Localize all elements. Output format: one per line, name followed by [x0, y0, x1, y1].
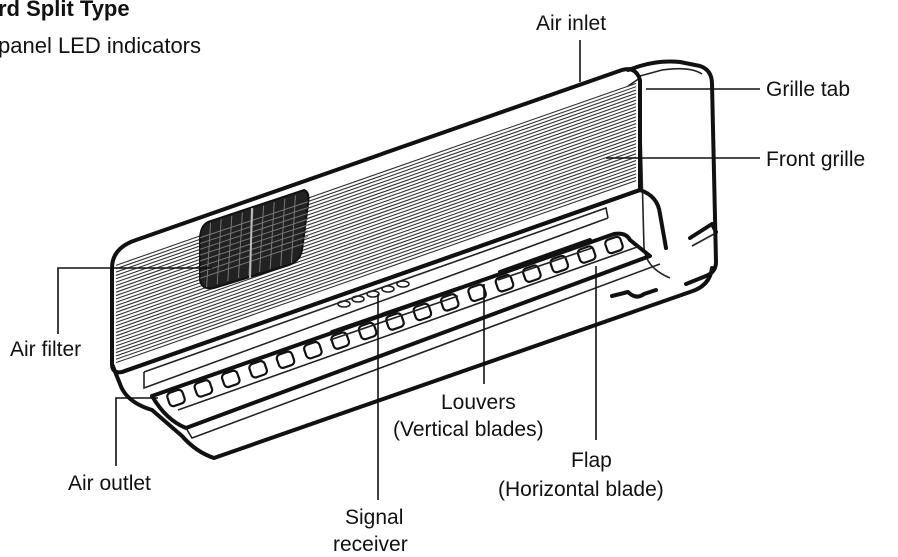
callout-labels: Air inlet Grille tab Front grille Air fi… [10, 12, 865, 556]
grille-slat [115, 123, 637, 307]
mesh-line [199, 212, 309, 250]
label-signal-receiver: receiver [333, 533, 408, 556]
leader-lines [57, 40, 760, 500]
bottom-tab-notch [610, 288, 658, 299]
louver-blade [385, 312, 405, 331]
grille-slat [115, 176, 637, 360]
grille-slat [115, 180, 637, 364]
front-grille-outline [110, 67, 642, 375]
mesh-line [280, 198, 286, 267]
mesh-line [199, 230, 309, 268]
louver-blade [357, 321, 378, 341]
grille-slat [115, 143, 637, 327]
leader-air-outlet [115, 397, 158, 466]
led-indicator-1 [337, 300, 351, 308]
mesh-line [237, 212, 243, 279]
side-wall-mount [688, 222, 718, 240]
grille-slat [115, 173, 637, 357]
louver-blade [330, 331, 351, 350]
grille-slat [115, 139, 637, 323]
louver-blade [166, 388, 186, 408]
led-indicator-panel [337, 280, 410, 308]
mesh-line [206, 222, 212, 288]
mesh-line [199, 224, 309, 262]
diagram-title: rd Split Type [0, 0, 130, 21]
louver-blade [439, 293, 460, 312]
flap-bar-left [330, 286, 462, 334]
louver-blade [193, 379, 214, 398]
front-grille-slats [115, 82, 637, 364]
mesh-line [227, 215, 233, 282]
mesh-line [199, 207, 309, 245]
air-filter-mesh-grid [199, 195, 309, 288]
mesh-line [199, 201, 309, 239]
label-air-filter: Air filter [10, 338, 81, 361]
mesh-line [269, 202, 275, 270]
mesh-divider [249, 207, 253, 279]
grille-slat [115, 136, 637, 320]
led-indicator-3 [366, 290, 380, 298]
label-louvers-desc: (Vertical blades) [393, 418, 544, 441]
grille-slat [115, 153, 637, 337]
led-indicator-2 [351, 295, 365, 303]
label-flap-desc: (Horizontal blade) [498, 478, 664, 501]
flap-bar-right [498, 238, 592, 274]
grille-slat [115, 156, 637, 340]
mesh-line [259, 205, 265, 273]
air-filter-mesh [199, 188, 310, 290]
mesh-line [199, 218, 309, 256]
louver-blade [248, 360, 268, 379]
label-louvers: Louvers [441, 391, 516, 414]
louver-blade [604, 235, 624, 255]
mesh-line [290, 195, 296, 264]
louver-blade [303, 340, 323, 360]
grille-slat [115, 163, 637, 347]
label-air-outlet: Air outlet [68, 472, 151, 495]
grille-slat [115, 149, 637, 333]
grille-slat [115, 166, 637, 350]
label-grille-tab: Grille tab [766, 78, 850, 101]
louver-blade [220, 369, 241, 389]
label-air-inlet: Air inlet [536, 12, 606, 35]
label-front-grille: Front grille [766, 148, 865, 171]
outlet-top-lip [120, 188, 668, 374]
diagram-subtitle: panel LED indicators [0, 33, 201, 58]
mesh-line [216, 219, 222, 285]
grille-slat [115, 159, 637, 344]
air-outlet-opening [150, 231, 652, 430]
indoor-unit-drawing [110, 59, 718, 460]
label-signal: Signal [345, 506, 403, 529]
led-indicator-5 [396, 280, 410, 288]
grille-slat [115, 170, 637, 354]
grille-slat [115, 146, 637, 330]
led-indicator-4 [381, 285, 395, 293]
leader-air-filter [57, 267, 212, 334]
label-flap: Flap [571, 449, 612, 472]
louver-blade [275, 350, 296, 369]
louver-blade [412, 302, 433, 322]
